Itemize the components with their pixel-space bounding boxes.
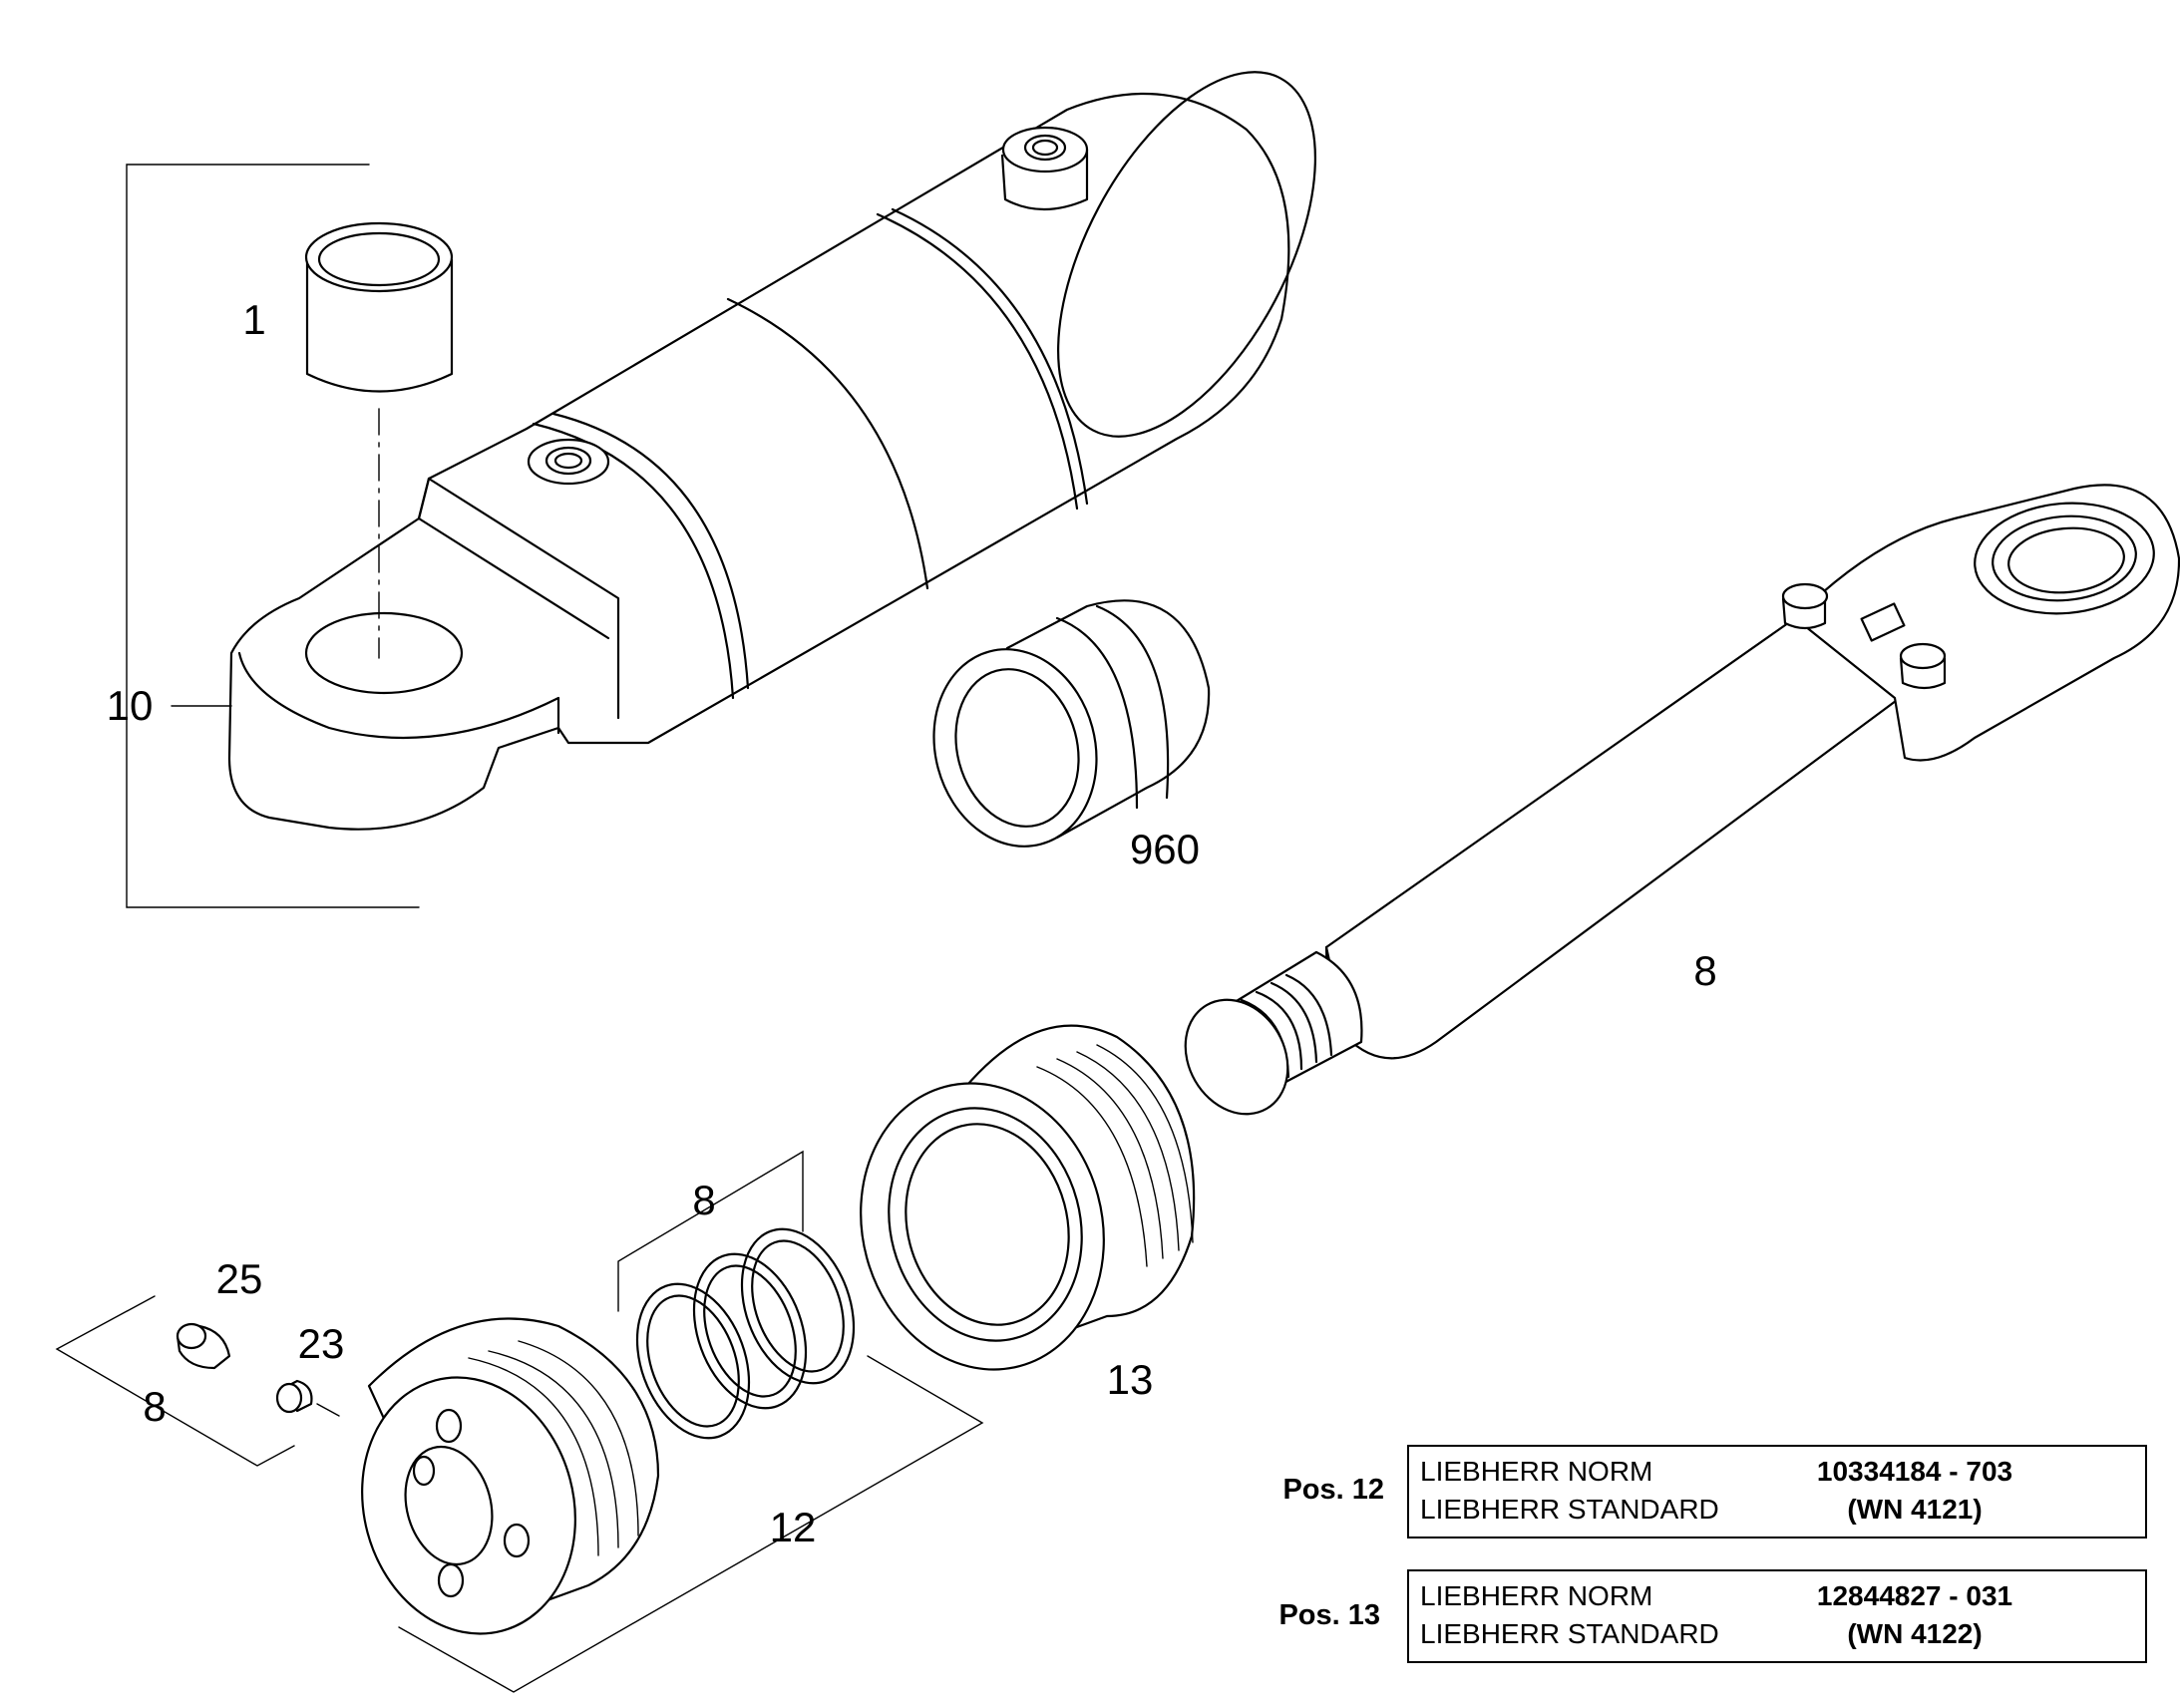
piston-rod — [1184, 484, 2180, 1116]
norm-label: LIEBHERR NORM — [1420, 1456, 1652, 1487]
pos-label: Pos. 12 — [1282, 1474, 1384, 1506]
callout-8-screws: 8 — [143, 1383, 166, 1430]
piston-part-12 — [361, 1317, 984, 1693]
cylinder-tube — [227, 71, 1316, 831]
spec-table-pos12: Pos. 12 LIEBHERR NORM 10334184 - 703 LIE… — [1282, 1445, 2147, 1538]
norm-label: LIEBHERR NORM — [1420, 1580, 1652, 1611]
callout-25: 25 — [216, 1255, 263, 1302]
pos-label: Pos. 13 — [1278, 1599, 1380, 1631]
callout-10: 10 — [107, 682, 154, 729]
seal-rings — [617, 1150, 856, 1440]
gland-part-13 — [860, 1024, 1196, 1371]
standard-value: (WN 4121) — [1847, 1494, 1982, 1525]
callout-13: 13 — [1107, 1356, 1154, 1403]
norm-value: 12844827 - 031 — [1817, 1580, 2012, 1611]
pin-part-23 — [275, 1379, 313, 1414]
callout-1: 1 — [242, 296, 265, 343]
bushing-part-1 — [304, 221, 454, 659]
bushing-part-960 — [932, 599, 1211, 848]
bracket-screws — [55, 1295, 295, 1467]
bracket-10 — [126, 164, 420, 908]
callout-12: 12 — [770, 1504, 817, 1550]
standard-label: LIEBHERR STANDARD — [1420, 1618, 1719, 1649]
set-screw-part-25 — [176, 1322, 231, 1370]
spec-table-pos13: Pos. 13 LIEBHERR NORM 12844827 - 031 LIE… — [1278, 1569, 2147, 1663]
callout-8-rod: 8 — [1693, 947, 1716, 994]
standard-value: (WN 4122) — [1847, 1618, 1982, 1649]
norm-value: 10334184 - 703 — [1817, 1456, 2012, 1487]
callout-23: 23 — [298, 1320, 345, 1367]
callout-8-rings: 8 — [692, 1177, 715, 1223]
callout-960: 960 — [1130, 826, 1200, 872]
standard-label: LIEBHERR STANDARD — [1420, 1494, 1719, 1525]
